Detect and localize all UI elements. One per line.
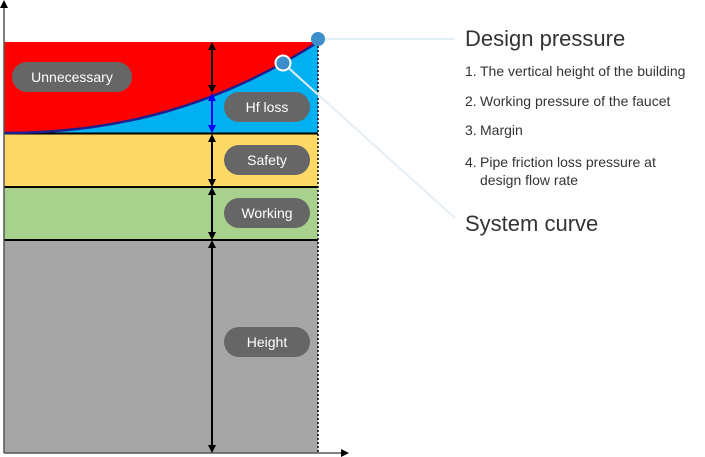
pill-label: Height bbox=[247, 334, 288, 350]
pill-hf-loss: Hf loss bbox=[224, 92, 310, 122]
system-curve-marker bbox=[274, 54, 292, 72]
pill-label: Hf loss bbox=[246, 99, 289, 115]
pill-working: Working bbox=[224, 198, 310, 228]
list-text-continued: design flow rate bbox=[480, 172, 579, 188]
pill-safety: Safety bbox=[224, 145, 310, 175]
list-number: 4. bbox=[465, 154, 477, 170]
design-pressure-marker bbox=[311, 32, 325, 46]
list-item: 3.Margin bbox=[465, 122, 523, 138]
pill-label: Unnecessary bbox=[31, 69, 113, 85]
pill-height: Height bbox=[224, 327, 310, 357]
list-item: 1.The vertical height of the building bbox=[465, 63, 685, 79]
system-curve-leader bbox=[282, 62, 456, 219]
pill-unnecessary: Unnecessary bbox=[12, 62, 132, 92]
list-number: 2. bbox=[465, 93, 477, 109]
list-text: Pipe friction loss pressure at bbox=[480, 154, 656, 170]
list-text: The vertical height of the building bbox=[480, 63, 686, 79]
design-pressure-title: Design pressure bbox=[465, 26, 626, 51]
pill-label: Safety bbox=[247, 152, 287, 168]
list-item: 4.Pipe friction loss pressure at design … bbox=[465, 153, 656, 189]
list-text: Working pressure of the faucet bbox=[480, 93, 671, 109]
list-number: 1. bbox=[465, 63, 477, 79]
list-item: 2.Working pressure of the faucet bbox=[465, 93, 670, 109]
system-curve-title: System curve bbox=[465, 211, 599, 236]
list-number: 3. bbox=[465, 122, 477, 138]
pill-label: Working bbox=[241, 205, 292, 221]
list-text: Margin bbox=[480, 122, 523, 138]
